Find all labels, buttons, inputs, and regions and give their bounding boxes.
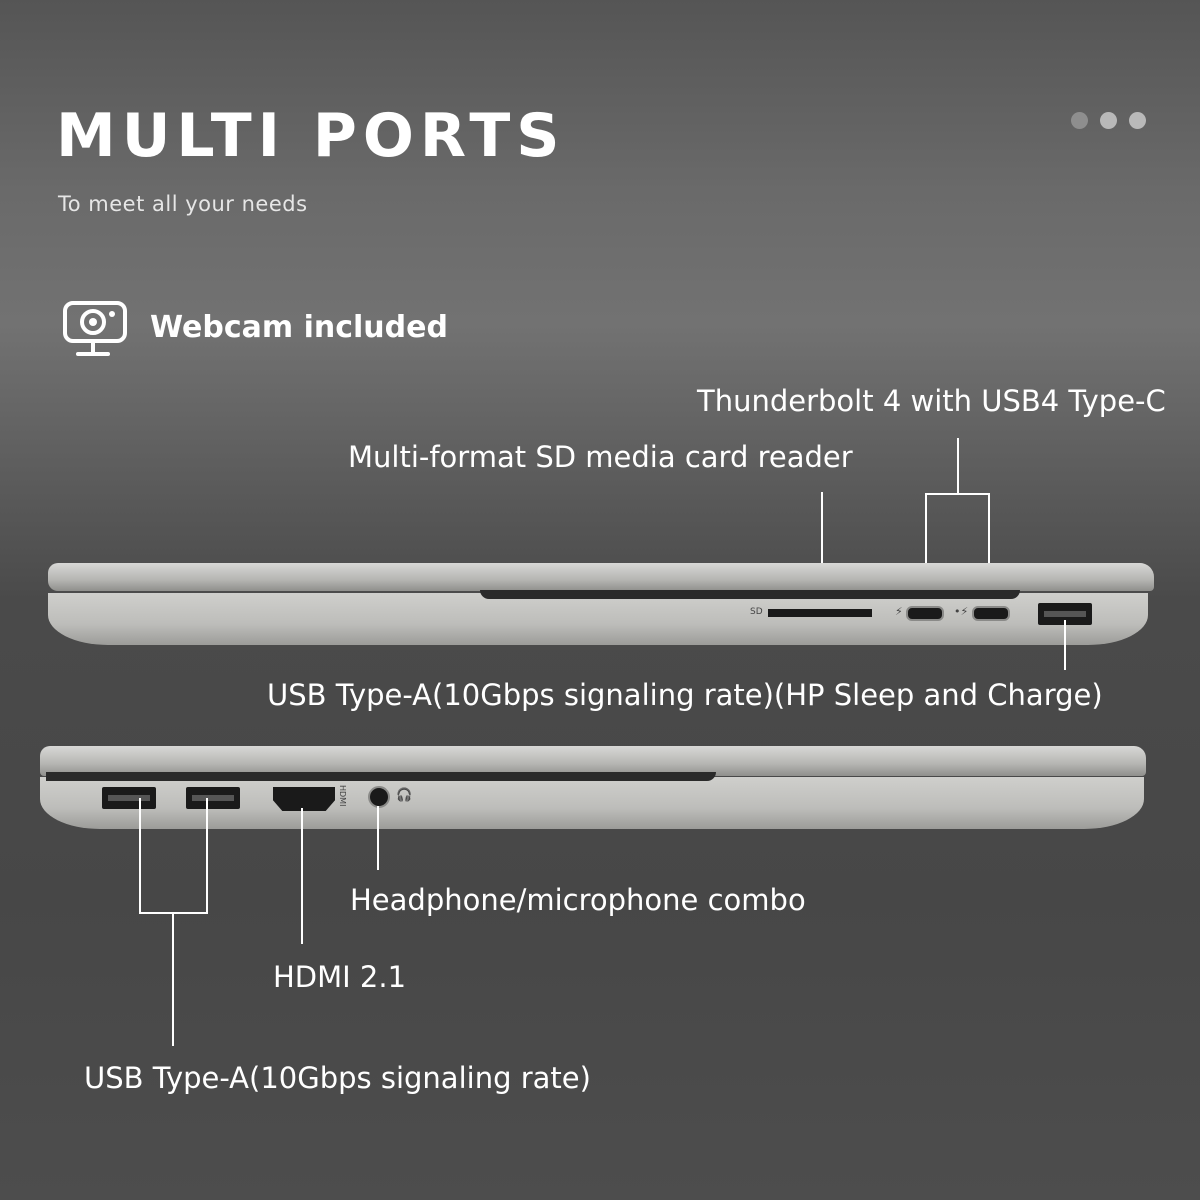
- laptop-hinge-gap: [480, 590, 1020, 599]
- usb-a-port: [1038, 603, 1092, 625]
- webcam-icon: [63, 301, 127, 356]
- sd-leader-line: [821, 492, 823, 604]
- page-subtitle: To meet all your needs: [58, 192, 308, 216]
- headphone-label: Headphone/microphone combo: [350, 883, 806, 917]
- headphone-leader-line: [377, 806, 379, 870]
- headphone-icon: 🎧: [396, 788, 413, 803]
- usb-a-port: [102, 787, 156, 809]
- thunderbolt-leader-line: [957, 438, 959, 494]
- pagination-dots[interactable]: [1071, 112, 1146, 129]
- laptop-right-side-base: [48, 593, 1148, 645]
- laptop-hinge-gap: [46, 772, 716, 781]
- usb-a-sleep-charge-label: USB Type-A(10Gbps signaling rate)(HP Sle…: [267, 678, 1103, 712]
- hdmi-marking: HDMI: [338, 785, 347, 807]
- usb-c-port: [972, 606, 1010, 621]
- usb-a-label: USB Type-A(10Gbps signaling rate): [84, 1061, 591, 1095]
- usb-a-leader-line: [139, 798, 141, 914]
- thunderbolt-leader-line: [925, 493, 927, 601]
- thunderbolt-icon: •⚡: [954, 605, 969, 618]
- usb-a-port: [186, 787, 240, 809]
- usb-c-port: [906, 606, 944, 621]
- usb-a-leader-line: [206, 798, 208, 914]
- sd-marking: SD: [750, 607, 763, 617]
- sd-card-label: Multi-format SD media card reader: [348, 440, 853, 474]
- usb-a-leader-line: [1064, 620, 1066, 670]
- thunderbolt-label: Thunderbolt 4 with USB4 Type-C: [697, 384, 1166, 418]
- hdmi-port: [273, 787, 335, 811]
- pagination-dot[interactable]: [1100, 112, 1117, 129]
- hdmi-label: HDMI 2.1: [273, 960, 407, 994]
- thunderbolt-bracket: [925, 493, 990, 495]
- hdmi-leader-line: [301, 808, 303, 944]
- page-title: MULTI PORTS: [56, 101, 566, 171]
- webcam-label: Webcam included: [150, 310, 448, 345]
- headphone-jack: [368, 786, 390, 808]
- pagination-dot[interactable]: [1071, 112, 1088, 129]
- pagination-dot[interactable]: [1129, 112, 1146, 129]
- thunderbolt-leader-line: [988, 493, 990, 601]
- usb-a-leader-line: [172, 912, 174, 1046]
- laptop-right-side-lid: [48, 563, 1154, 591]
- laptop-left-side-lid: [40, 746, 1146, 776]
- sd-card-slot: [768, 609, 872, 617]
- thunderbolt-icon: ⚡: [895, 605, 903, 618]
